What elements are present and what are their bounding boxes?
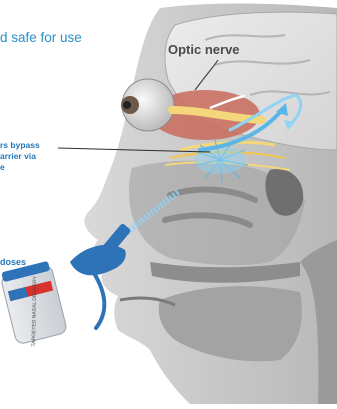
optic-nerve-label: Optic nerve [168, 42, 240, 57]
bypass-label-line-1: rs bypass [0, 140, 40, 151]
doses-label: doses [0, 257, 26, 267]
bypass-label-line-3: e [0, 162, 40, 173]
headline-text: d safe for use [0, 30, 82, 45]
device-label-text: TARGETED NASAL DELIVERY [31, 275, 38, 346]
bypass-label: rs bypass arrier via e [0, 140, 40, 173]
bypass-label-line-2: arrier via [0, 151, 40, 162]
pupil [123, 101, 131, 109]
